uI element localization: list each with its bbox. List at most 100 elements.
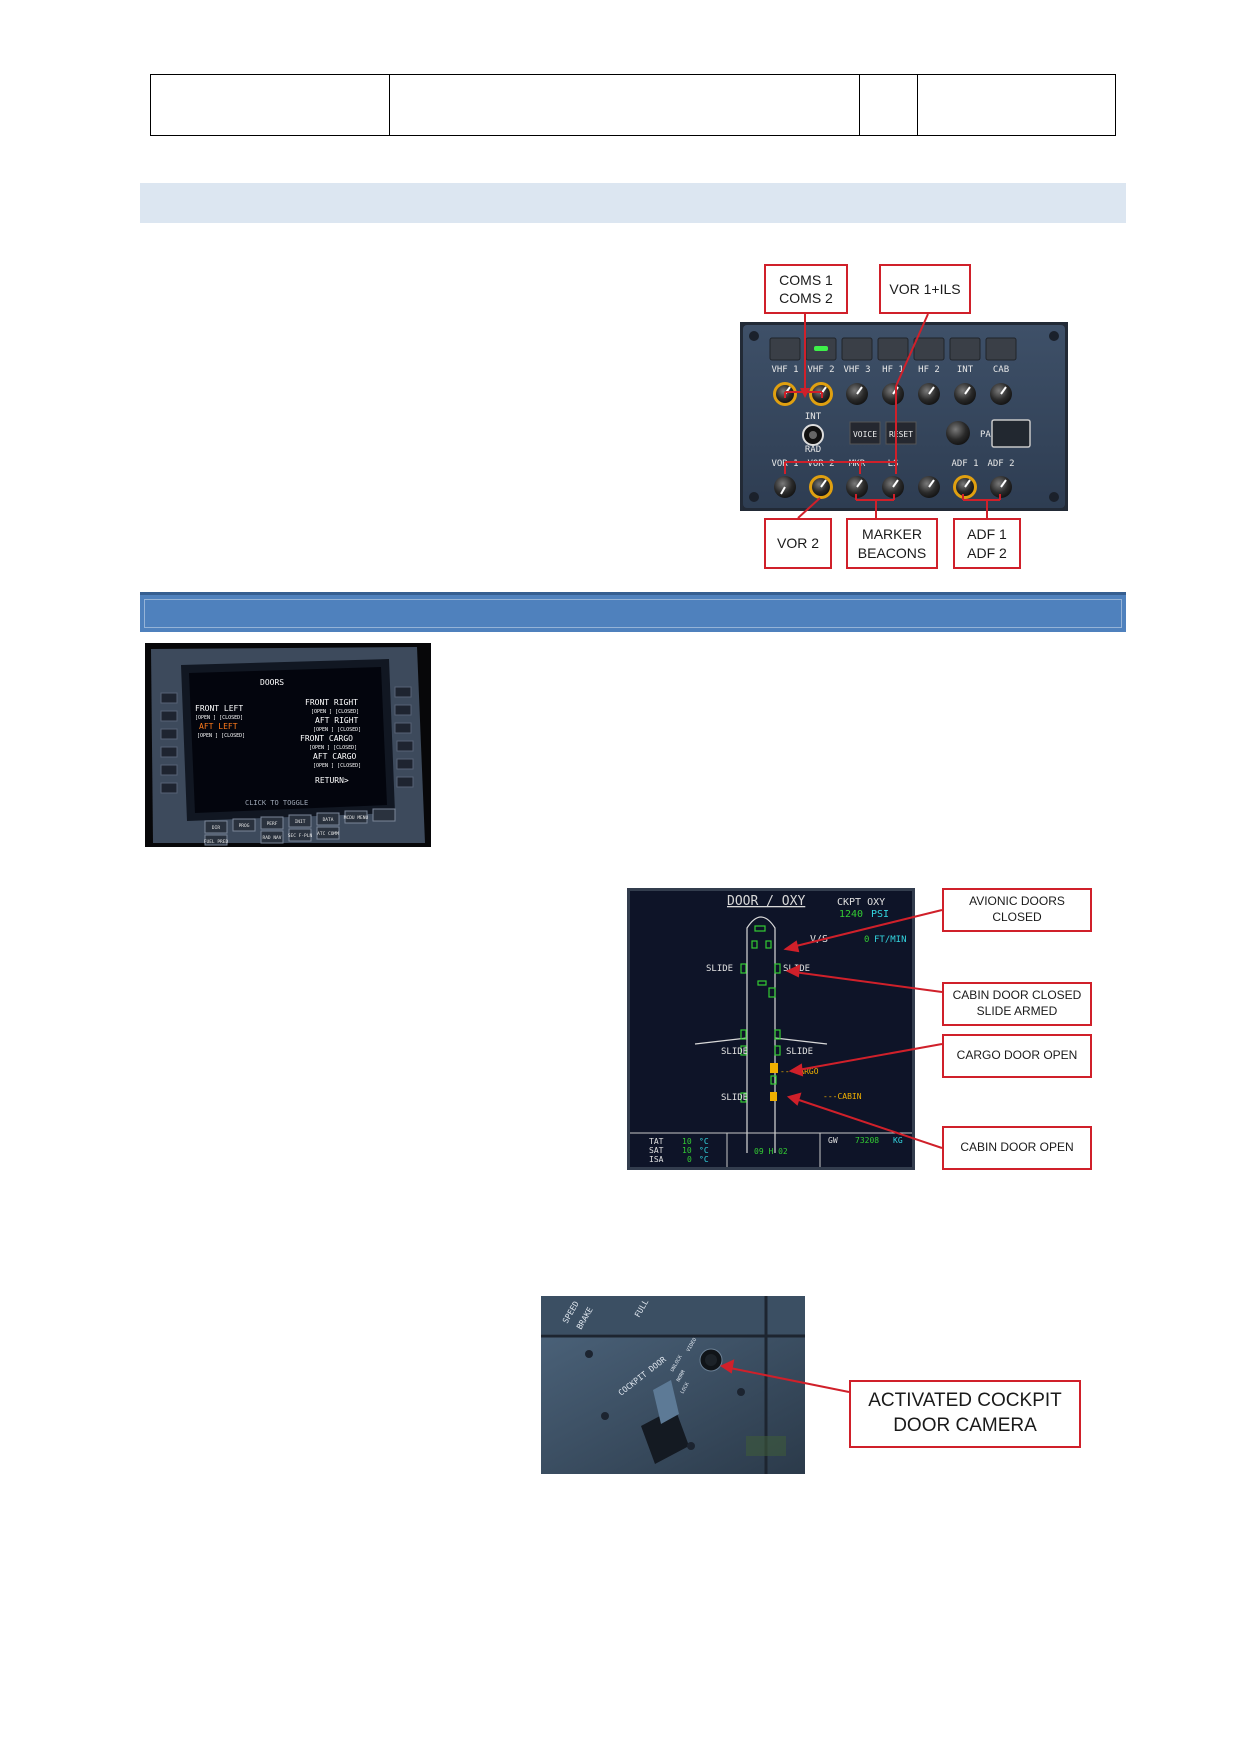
lsk-key[interactable] [160, 746, 178, 758]
cabin-door-open-callout: CABIN DOOR OPEN [942, 1126, 1092, 1170]
cockpit-door-toggle[interactable] [653, 1380, 679, 1424]
oxy-value: 1240 [839, 909, 863, 920]
pa-button[interactable] [991, 419, 1031, 448]
cabin-door-closed-callout: CABIN DOOR CLOSED SLIDE ARMED [942, 982, 1092, 1026]
lsk-key[interactable] [394, 722, 412, 734]
knob-label: HF 1 [882, 365, 904, 375]
mcdu-key[interactable] [288, 814, 312, 828]
mcdu-return[interactable]: RETURN> [315, 776, 349, 785]
mcdu-key[interactable] [204, 820, 228, 834]
mcdu-key-label: PERF [267, 821, 278, 827]
mcdu-option[interactable]: [OPEN ] [CLOSED] [309, 745, 357, 751]
isa-value: 0 [687, 1155, 692, 1164]
mcdu-key-label: ATC COMM [317, 831, 339, 837]
vor1-ils-callout: VOR 1+ILS [879, 264, 971, 314]
cockpit-door-camera-callout: ACTIVATED COCKPIT DOOR CAMERA [849, 1380, 1081, 1448]
cockpit-door-switch-guard [641, 1408, 689, 1464]
mcdu-aft-cargo: AFT CARGO [313, 752, 357, 761]
cabin-label: ---CABIN [823, 1092, 862, 1101]
lock-label: LOCK [680, 1382, 691, 1395]
gw-label: GW [828, 1136, 838, 1145]
mcdu-key-label: PROG [239, 823, 250, 829]
cabin-door-open-indicator [770, 1092, 777, 1101]
lsk-key[interactable] [160, 764, 178, 776]
mcdu-option[interactable]: [OPEN ] [CLOSED] [197, 733, 245, 739]
knob-label: ADF 1 [951, 459, 978, 469]
knob-label: LS [888, 459, 899, 469]
lsk-key[interactable] [160, 692, 178, 704]
mcdu-hint: CLICK TO TOGGLE [245, 799, 308, 807]
rad-label: RAD [805, 445, 821, 455]
lsk-key[interactable] [160, 782, 178, 794]
lsk-key[interactable] [396, 758, 414, 770]
sat-value: 10 [682, 1146, 692, 1155]
section-heading-band [140, 183, 1126, 223]
mcdu-key[interactable] [260, 830, 284, 844]
knob-label: VHF 1 [771, 365, 798, 375]
lsk-key[interactable] [396, 776, 414, 788]
mcdu-front-right: FRONT RIGHT [305, 698, 358, 707]
mcdu-key[interactable] [204, 834, 228, 846]
mcdu-option[interactable]: [OPEN ] [CLOSED] [311, 709, 359, 715]
lsk-key[interactable] [394, 686, 412, 698]
pa-label: PA [980, 430, 991, 440]
knob-label: MKR [849, 459, 866, 469]
mcdu-option[interactable]: [OPEN ] [CLOSED] [313, 763, 361, 769]
deg-unit: °C [699, 1146, 709, 1155]
mcdu-title: DOORS [260, 678, 284, 687]
mcdu-key-label: RAD NAV [263, 835, 282, 841]
ecam-title: DOOR / OXY [727, 894, 805, 909]
mcdu-key[interactable] [260, 816, 284, 830]
mcdu-option[interactable]: [OPEN ] [CLOSED] [195, 715, 243, 721]
vs-unit: FT/MIN [874, 935, 907, 945]
mcdu-key[interactable] [372, 808, 396, 822]
mcdu-key[interactable] [316, 812, 340, 826]
mcdu-front-cargo: FRONT CARGO [300, 734, 353, 743]
deg-unit: °C [699, 1155, 709, 1164]
reset-button[interactable] [885, 421, 917, 445]
fuselage-outline [694, 916, 828, 1153]
pa-knob[interactable] [946, 421, 970, 445]
lsk-key[interactable] [394, 704, 412, 716]
mcdu-key[interactable] [232, 818, 256, 832]
voice-label: VOICE [853, 430, 877, 439]
section-heading-band [140, 592, 1126, 632]
marker-beacons-callout: MARKER BEACONS [846, 518, 938, 569]
knob-label: VHF 2 [807, 365, 834, 375]
voice-button[interactable] [849, 421, 881, 445]
mcdu-front-left: FRONT LEFT [195, 704, 243, 713]
mcdu-screen [189, 667, 387, 813]
header-cell-divider [917, 75, 918, 135]
cargo-door-open-callout: CARGO DOOR OPEN [942, 1034, 1092, 1078]
mcdu-key-label: SEC F-PLN [288, 833, 313, 839]
slide-label: SLIDE [706, 964, 733, 974]
lsk-key[interactable] [396, 740, 414, 752]
gw-unit: KG [893, 1136, 903, 1145]
vor2-callout: VOR 2 [764, 518, 832, 569]
slide-label: SLIDE [721, 1047, 748, 1057]
deg-unit: °C [699, 1137, 709, 1146]
int-label: INT [805, 412, 822, 422]
mcdu-option[interactable]: [OPEN ] [CLOSED] [313, 727, 361, 733]
header-cell-divider [389, 75, 390, 135]
knob-label: ADF 2 [987, 459, 1014, 469]
knob-label: INT [957, 365, 974, 375]
lsk-key[interactable] [160, 728, 178, 740]
lsk-key[interactable] [160, 710, 178, 722]
mcdu-aft-left: AFT LEFT [199, 722, 238, 731]
vs-value: 0 [864, 935, 869, 945]
tat-value: 10 [682, 1137, 692, 1146]
mcdu-key[interactable] [288, 828, 312, 842]
mcdu-key[interactable] [344, 810, 368, 824]
mcdu-doors-image: DOORS FRONT LEFT FRONT RIGHT AFT RIGHT F… [145, 643, 431, 847]
avionic-doors-callout: AVIONIC DOORS CLOSED [942, 888, 1092, 932]
knob-label: VHF 3 [843, 365, 870, 375]
slide-label: SLIDE [786, 1047, 813, 1057]
isa-label: ISA [649, 1155, 664, 1164]
ckpt-oxy-label: CKPT OXY [837, 897, 885, 908]
mcdu-key[interactable] [316, 826, 340, 840]
adf-callout: ADF 1 ADF 2 [953, 518, 1021, 569]
